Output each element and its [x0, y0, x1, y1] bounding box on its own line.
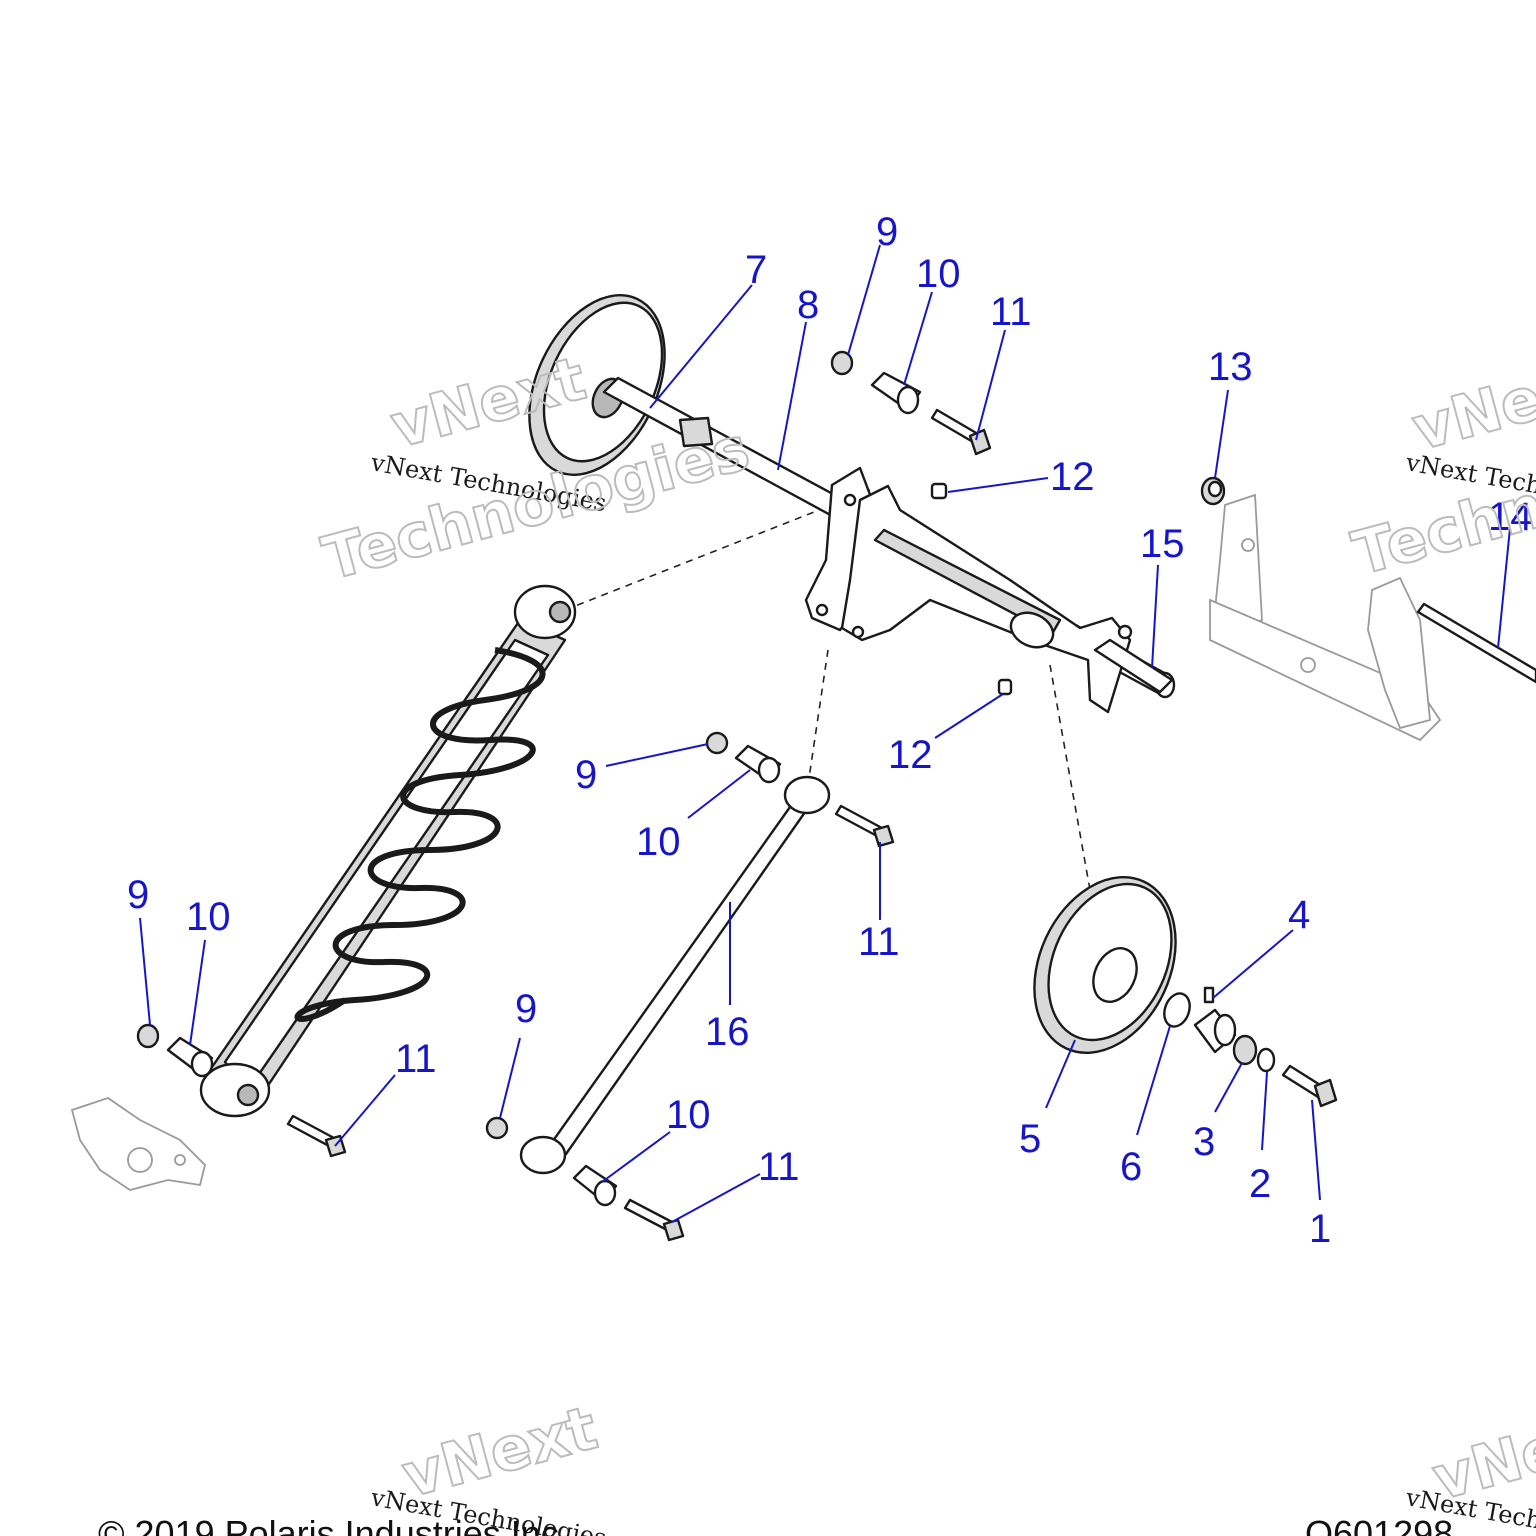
callout-10-middle: 10	[636, 820, 681, 864]
callout-12-top: 12	[1050, 455, 1095, 499]
watermark-big-1: vNext Technologies	[315, 343, 758, 596]
callout-6: 6	[1120, 1145, 1142, 1189]
hardware-top	[830, 350, 992, 456]
hardware-left	[136, 1023, 347, 1158]
callout-10-top: 10	[916, 252, 961, 296]
callout-5: 5	[1019, 1117, 1041, 1161]
pivot-shaft-stub	[1093, 638, 1174, 694]
callout-10-bottom: 10	[666, 1093, 711, 1137]
mount-bracket-ghost	[70, 1097, 206, 1191]
callout-12-lower: 12	[888, 733, 933, 777]
callout-9-bottom: 9	[515, 987, 537, 1031]
watermark-big-4: vNext	[1425, 1395, 1536, 1516]
callout-2: 2	[1249, 1162, 1271, 1206]
callout-1: 1	[1309, 1207, 1331, 1251]
callout-8: 8	[797, 283, 819, 327]
washer-2	[1256, 1047, 1276, 1073]
idler-wheel-left	[528, 294, 666, 476]
callout-9-middle: 9	[575, 753, 597, 797]
coil-spring	[294, 647, 546, 1022]
copyright-notice: © 2019 Polaris Industries Inc.	[98, 1513, 569, 1536]
svg-text:vNext: vNext	[1426, 1396, 1536, 1515]
callout-4: 4	[1288, 893, 1310, 937]
callout-10-left: 10	[186, 895, 231, 939]
callout-16: 16	[705, 1010, 750, 1054]
watermark-big-2: vNext Technologies	[1345, 345, 1536, 590]
callout-9-left: 9	[127, 873, 149, 917]
o-ring	[1163, 992, 1191, 1028]
callout-15: 15	[1140, 522, 1185, 566]
washer-3	[1232, 1034, 1258, 1066]
callout-11-left: 11	[395, 1037, 437, 1081]
hardware-middle	[705, 731, 895, 848]
grease-fitting-lower	[997, 678, 1013, 696]
wheel-retaining-hardware	[1163, 986, 1338, 1108]
watermarks: vNext Technologies vNext Technologies vN…	[315, 343, 1536, 1536]
callout-11-middle: 11	[858, 920, 900, 964]
callout-labels: 7 8 9 10 11 12 13 14 15 12 9 10 11 16 9 …	[127, 210, 1533, 1251]
callout-3: 3	[1193, 1120, 1215, 1164]
nut-13	[1200, 476, 1226, 506]
grease-fitting-upper	[930, 482, 948, 500]
svg-text:vNext: vNext	[395, 1393, 604, 1512]
spacer-with-set-screw	[1193, 986, 1237, 1054]
hardware-bottom	[485, 1116, 685, 1242]
cross-rod	[1416, 602, 1536, 684]
bolt-1	[1281, 1064, 1338, 1108]
scissor-bracket-assembly	[804, 466, 1133, 714]
shock-absorber	[199, 584, 577, 1118]
footer: © 2019 Polaris Industries Inc. Q601298	[98, 1513, 1453, 1536]
link-arm	[519, 775, 831, 1175]
callout-7: 7	[745, 248, 767, 292]
callout-13: 13	[1208, 345, 1253, 389]
rail-frame-ghost	[1209, 493, 1442, 742]
callout-11-bottom: 11	[758, 1145, 800, 1189]
callout-11-top: 11	[990, 290, 1032, 334]
figure-code: Q601298	[1305, 1513, 1453, 1536]
callout-14: 14	[1488, 495, 1533, 539]
idler-wheel-right	[1033, 876, 1177, 1054]
callout-9-top: 9	[876, 210, 898, 254]
watermark-big-3: vNext	[394, 1392, 605, 1513]
svg-text:vNext: vNext	[1406, 346, 1536, 465]
leader-lines	[139, 244, 1511, 1223]
